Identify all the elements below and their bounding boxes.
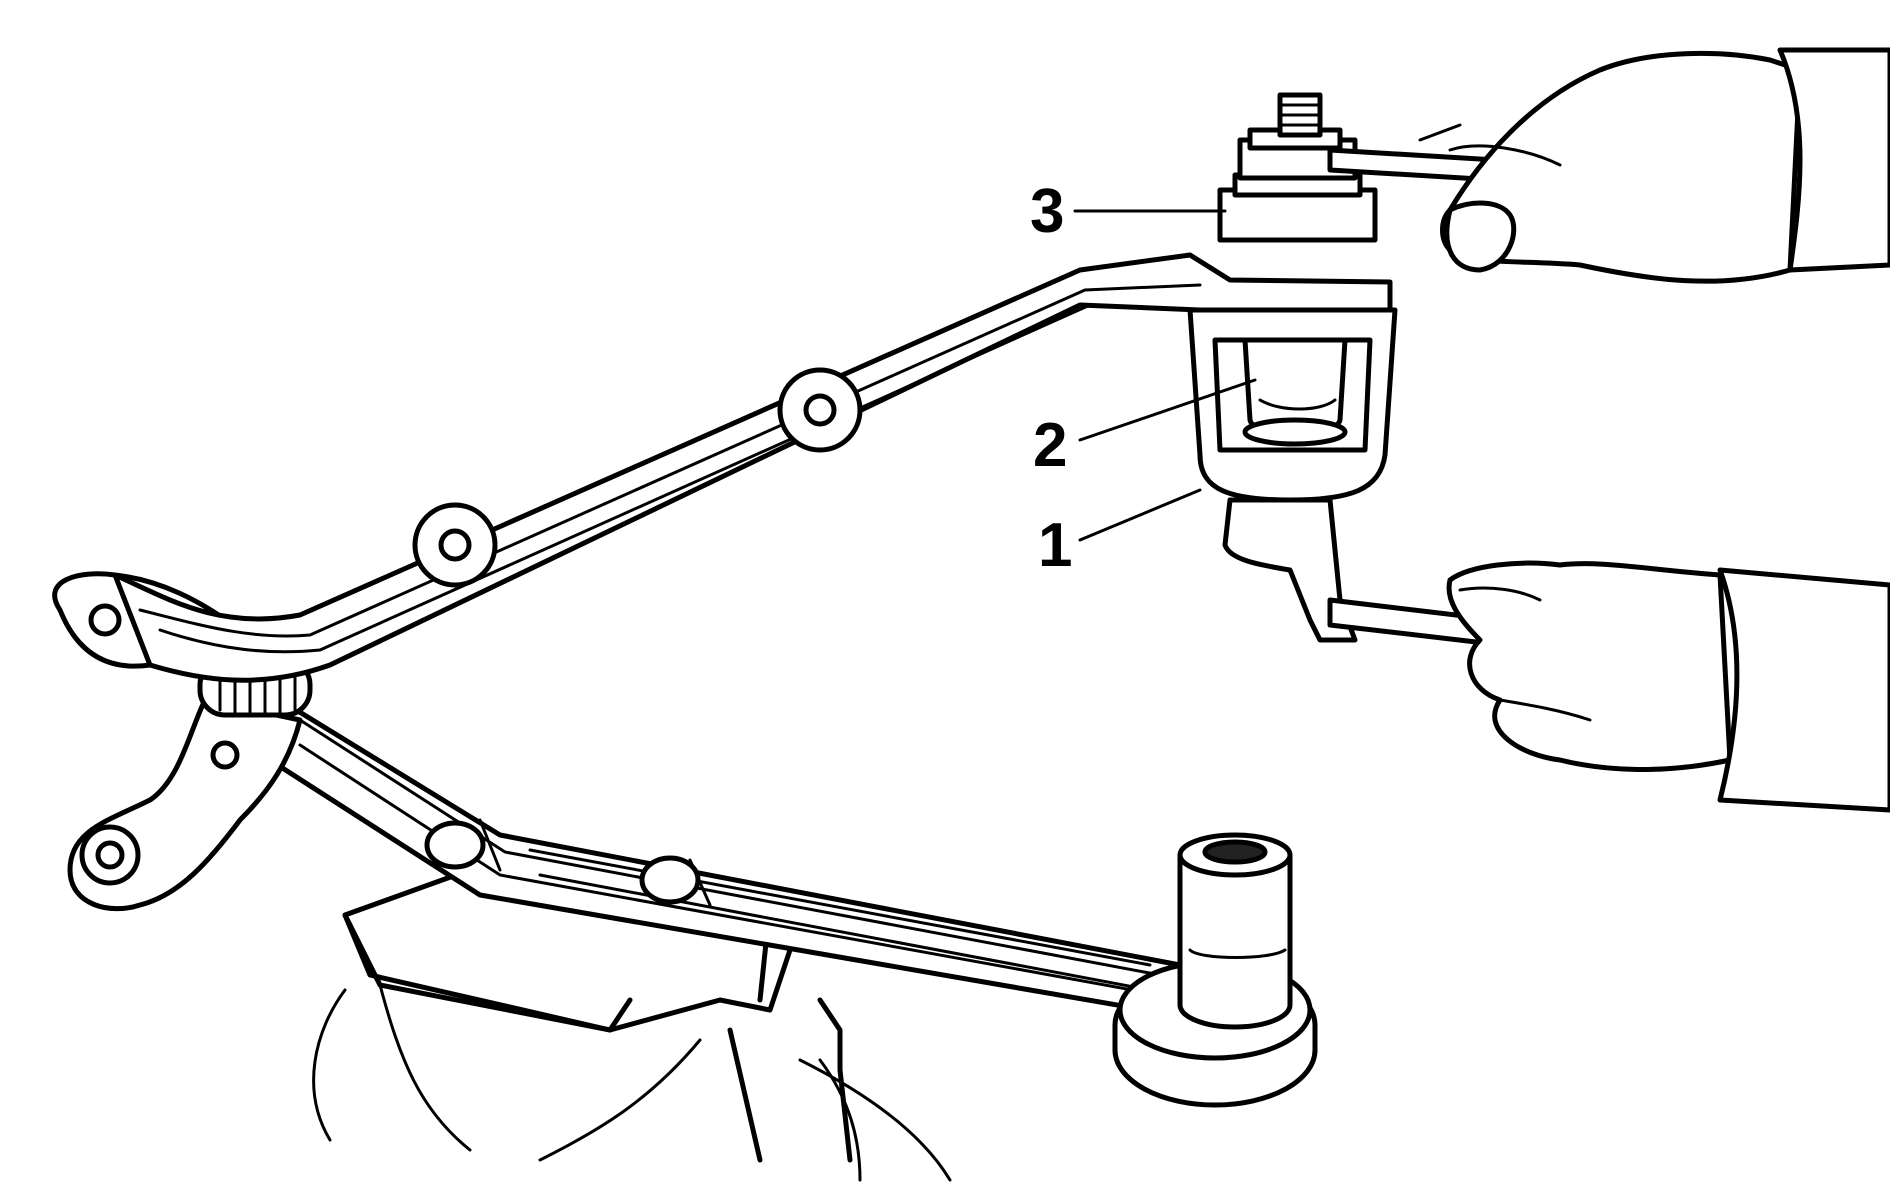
callout-1: 1: [1038, 511, 1072, 580]
callout-leaders: [1073, 209, 1257, 542]
lower-right-hand: [1446, 560, 1890, 813]
upper-link-arm: [112, 252, 1393, 683]
leader-line-1: [1078, 488, 1202, 542]
callout-2: 2: [1033, 411, 1067, 480]
callout-3: 3: [1030, 177, 1064, 246]
bearing-insert: [1242, 337, 1348, 447]
leader-line-2: [1078, 378, 1257, 442]
lower-left-hand: [312, 983, 952, 1182]
crank-pin-bushing: [1112, 832, 1318, 1108]
upper-right-hand: [1418, 47, 1890, 284]
